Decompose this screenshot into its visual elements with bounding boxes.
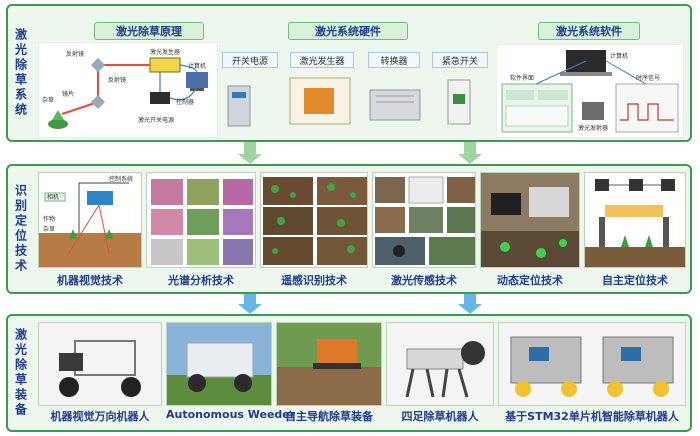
label-laser-power: 激光开关电源 bbox=[138, 116, 174, 124]
recognition-panel: 识别定位技术 控制系统 相机 作物 杂草 机器视觉技术 光谱分析技术 bbox=[6, 164, 692, 294]
caption-stm32-robot: 基于STM32单片机智能除草机器人 bbox=[505, 410, 679, 423]
hw-emergency-switch: 紧急开关 bbox=[432, 52, 488, 68]
laser-sensing-diagram bbox=[375, 176, 475, 265]
label-lens: 镜片 bbox=[62, 90, 74, 98]
equipment-title: 激光除草装备 bbox=[13, 328, 28, 418]
stm32-robot-photo bbox=[499, 323, 685, 405]
hardware-images bbox=[227, 77, 471, 127]
caption-dynamic-positioning: 动态定位技术 bbox=[497, 274, 563, 287]
principle-header: 激光除草原理 bbox=[94, 22, 204, 40]
laser-principle-diagram: 激光发生器 反射镜 反射镜 计算机 控制器 杂草 镜片 激光开关电源 bbox=[38, 42, 218, 138]
laser-system-title: 激光除草系统 bbox=[13, 28, 28, 118]
mv-label-camera: 相机 bbox=[47, 193, 59, 201]
label-reflector2: 反射镜 bbox=[108, 76, 126, 84]
card-vision-robot bbox=[38, 322, 162, 406]
sw-label-ui: 软件界面 bbox=[510, 74, 534, 82]
caption-laser-sensing: 激光传感技术 bbox=[391, 274, 457, 287]
autonomous-positioning-diagram bbox=[585, 179, 685, 267]
label-weed: 杂草 bbox=[42, 96, 54, 104]
equipment-panel: 激光除草装备 机器视觉万向机器人 Autonomous Weeder 自主导航除… bbox=[6, 314, 692, 432]
hw-converter: 转换器 bbox=[368, 52, 420, 68]
card-machine-vision: 控制系统 相机 作物 杂草 bbox=[38, 172, 142, 268]
card-autonomous-weeder bbox=[166, 322, 272, 406]
card-spectral-analysis bbox=[146, 172, 256, 268]
navigation-equipment-photo bbox=[277, 323, 381, 405]
card-navigation-equipment bbox=[276, 322, 382, 406]
card-dynamic-positioning bbox=[480, 172, 580, 268]
recognition-title: 识别定位技术 bbox=[13, 184, 28, 274]
caption-machine-vision: 机器视觉技术 bbox=[57, 274, 123, 287]
card-laser-sensing bbox=[372, 172, 476, 268]
mv-label-control: 控制系统 bbox=[109, 175, 133, 183]
card-stm32-robot bbox=[498, 322, 686, 406]
vision-robot-photo bbox=[39, 323, 161, 405]
caption-navigation-equipment: 自主导航除草装备 bbox=[285, 410, 373, 423]
caption-quadruped-robot: 四足除草机器人 bbox=[401, 410, 479, 423]
card-quadruped-robot bbox=[386, 322, 494, 406]
mv-label-crop: 作物 bbox=[43, 215, 55, 223]
spectral-image-grid bbox=[151, 179, 253, 265]
dynamic-positioning-photo bbox=[481, 173, 579, 267]
label-laser-generator: 激光发生器 bbox=[150, 48, 180, 56]
label-reflector: 反射镜 bbox=[66, 50, 84, 58]
caption-spectral-analysis: 光谱分析技术 bbox=[168, 274, 234, 287]
caption-autonomous-weeder: Autonomous Weeder bbox=[166, 408, 296, 421]
quadruped-robot-photo bbox=[387, 323, 493, 405]
caption-autonomous-positioning: 自主定位技术 bbox=[602, 274, 668, 287]
machine-vision-diagram: 控制系统 相机 作物 杂草 bbox=[39, 175, 141, 267]
hardware-header: 激光系统硬件 bbox=[288, 22, 408, 40]
card-remote-sensing bbox=[260, 172, 368, 268]
mv-label-weed: 杂草 bbox=[43, 225, 55, 233]
hw-laser-generator: 激光发生器 bbox=[290, 52, 354, 68]
label-computer: 计算机 bbox=[188, 62, 206, 70]
caption-vision-robot: 机器视觉万向机器人 bbox=[50, 410, 150, 423]
caption-remote-sensing: 遥感识别技术 bbox=[281, 274, 347, 287]
software-header: 激光系统软件 bbox=[538, 22, 640, 40]
remote-sensing-grid bbox=[263, 177, 367, 265]
label-controller: 控制器 bbox=[176, 98, 194, 106]
arrow-middle-to-bottom bbox=[238, 294, 482, 314]
sw-label-computer: 计算机 bbox=[610, 52, 628, 60]
card-autonomous-positioning bbox=[584, 172, 686, 268]
autonomous-weeder-photo bbox=[167, 323, 271, 405]
sw-label-timing: 时序信号 bbox=[636, 74, 660, 82]
hw-switch-power: 开关电源 bbox=[222, 52, 278, 68]
sw-label-emitter: 激光发射器 bbox=[578, 124, 608, 132]
software-diagram: 计算机 软件界面 激光发射器 时序信号 bbox=[496, 44, 684, 138]
laser-system-panel: 激光除草系统 激光除草原理 激光发生器 反射镜 反射镜 计算机 控制器 杂草 镜… bbox=[6, 4, 692, 142]
arrow-top-to-middle bbox=[238, 142, 482, 164]
